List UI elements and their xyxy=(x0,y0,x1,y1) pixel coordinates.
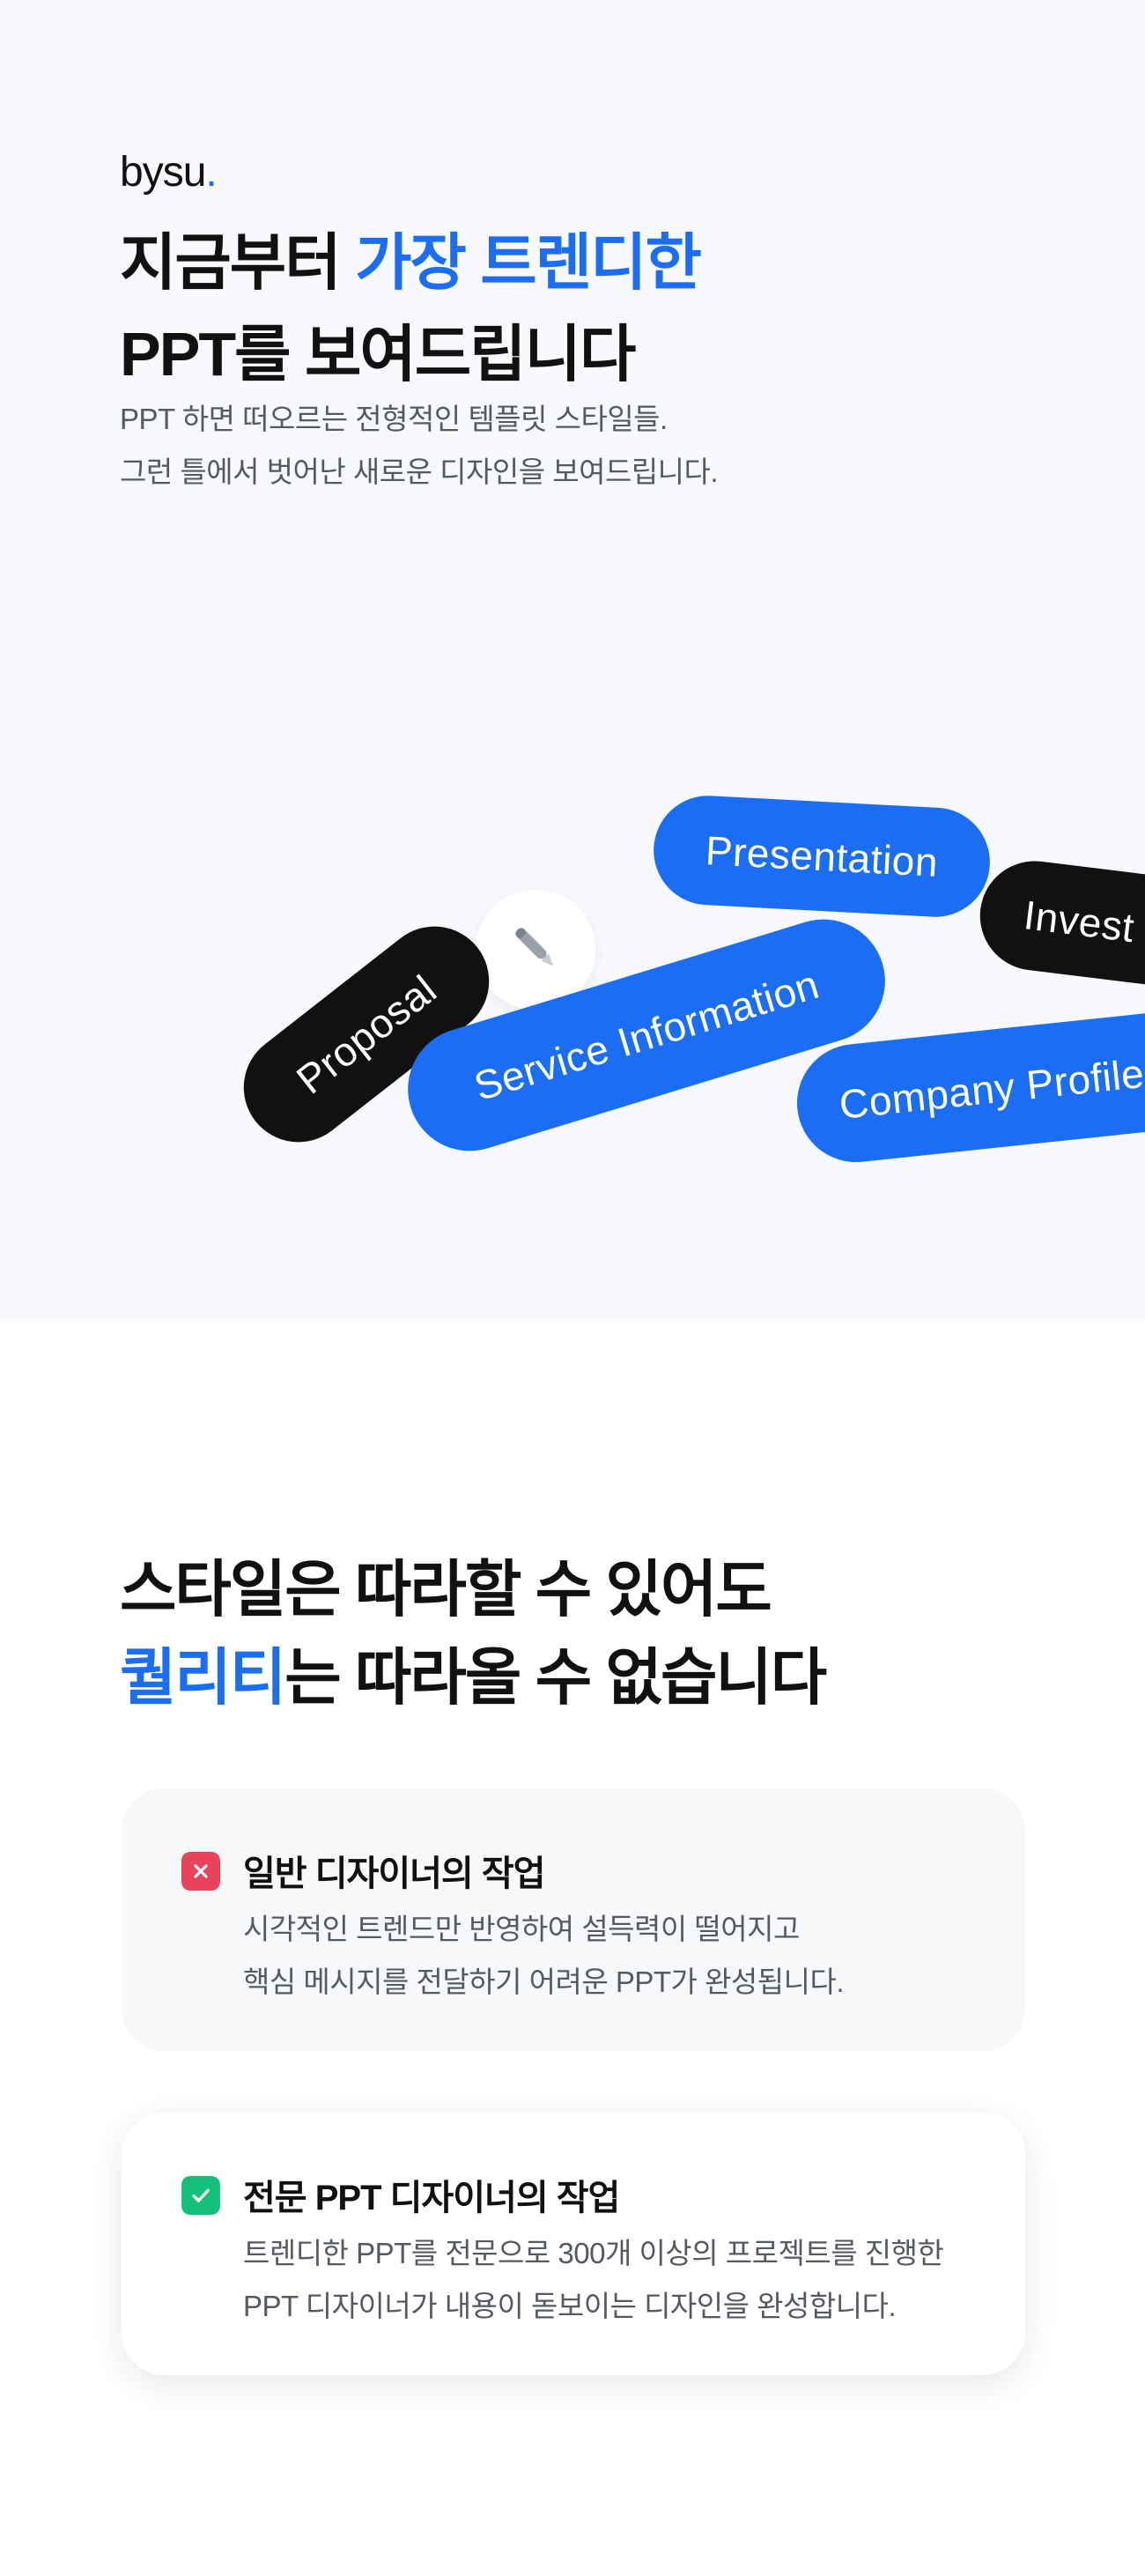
card-normal-designer: 일반 디자이너의 작업 시각적인 트렌드만 반영하여 설득력이 떨어지고 핵심 … xyxy=(122,1788,1025,2051)
card-description: 트렌디한 PPT를 전문으로 300개 이상의 프로젝트를 진행한 PPT 디자… xyxy=(243,2227,944,2333)
hero-title-line2: PPT를 보여드립니다 xyxy=(120,320,636,389)
hero-description: PPT 하면 떠오르는 전형적인 템플릿 스타일들. 그런 틀에서 벗어난 새로… xyxy=(120,393,719,499)
card-desc-line1: 트렌디한 PPT를 전문으로 300개 이상의 프로젝트를 진행한 xyxy=(243,2237,944,2269)
pill-presentation: Presentation xyxy=(651,793,993,920)
card-description: 시각적인 트렌드만 반영하여 설득력이 떨어지고 핵심 메시지를 전달하기 어려… xyxy=(243,1903,845,2009)
hero-title: 지금부터 가장 트렌디한 PPT를 보여드립니다 xyxy=(120,217,702,400)
pill-invest: Invest xyxy=(973,855,1145,999)
quality-title: 스타일은 따라할 수 있어도 퀄리티는 따라올 수 없습니다 xyxy=(120,1545,827,1721)
check-icon xyxy=(181,2176,220,2215)
x-icon xyxy=(181,1852,220,1891)
card-desc-line2: PPT 디자이너가 내용이 돋보이는 디자인을 완성합니다. xyxy=(243,2290,897,2322)
pen-bubble xyxy=(476,890,595,1010)
hero-desc-line2: 그런 틀에서 벗어난 새로운 디자인을 보여드립니다. xyxy=(120,455,719,488)
card-title: 전문 PPT 디자이너의 작업 xyxy=(243,2179,620,2217)
hero-desc-line1: PPT 하면 떠오르는 전형적인 템플릿 스타일들. xyxy=(120,403,668,435)
brand-logo[interactable]: bysu. xyxy=(120,148,218,196)
quality-title-plain: 는 따라올 수 없습니다 xyxy=(284,1643,827,1712)
pill-label: Presentation xyxy=(704,827,940,885)
quality-section: 스타일은 따라할 수 있어도 퀄리티는 따라올 수 없습니다 일반 디자이너의 … xyxy=(0,1321,1145,2576)
hero-section: bysu. 지금부터 가장 트렌디한 PPT를 보여드립니다 PPT 하면 떠오… xyxy=(120,148,1145,1168)
pill-label: Invest xyxy=(1021,892,1137,951)
quality-title-accent: 퀄리티 xyxy=(120,1643,286,1712)
card-title: 일반 디자이너의 작업 xyxy=(243,1854,545,1893)
logo-dot: . xyxy=(205,149,217,196)
hero-title-accent: 가장 트렌디한 xyxy=(355,228,702,297)
quality-title-line1: 스타일은 따라할 수 있어도 xyxy=(120,1555,772,1624)
pill-label: Company Profile xyxy=(837,1049,1145,1128)
card-pro-designer: 전문 PPT 디자이너의 작업 트렌디한 PPT를 전문으로 300개 이상의 … xyxy=(122,2113,1025,2375)
card-desc-line2: 핵심 메시지를 전달하기 어려운 PPT가 완성됩니다. xyxy=(243,1965,845,1998)
logo-text: bysu xyxy=(120,149,206,196)
pen-icon xyxy=(505,917,566,983)
hero-title-plain: 지금부터 xyxy=(120,228,356,297)
card-desc-line1: 시각적인 트렌드만 반영하여 설득력이 떨어지고 xyxy=(243,1913,800,1945)
